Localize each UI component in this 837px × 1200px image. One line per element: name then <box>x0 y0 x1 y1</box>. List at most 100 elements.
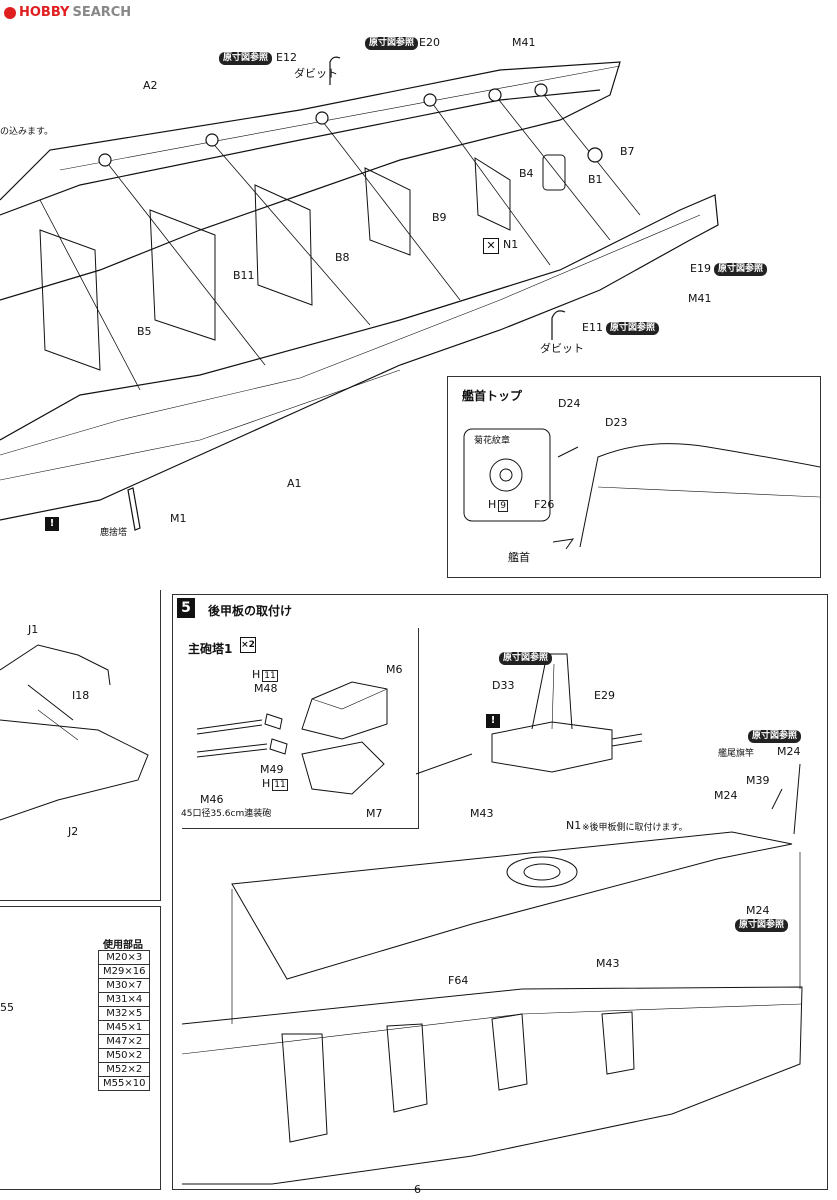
parts-cell: M31×4 <box>97 992 151 1007</box>
parts-left-fragment: 55 <box>0 1001 14 1014</box>
label-j1: J1 <box>28 623 39 636</box>
label-m24-c: M24 <box>746 904 770 917</box>
parts-row: M29×16 <box>97 964 151 979</box>
label-e11: E11 <box>582 321 603 334</box>
ref-tag-e12: 原寸図参照 <box>219 52 273 65</box>
hobbysearch-logo: HOBBY SEARCH <box>4 5 131 20</box>
label-m1: M1 <box>170 512 187 525</box>
turret-subbox <box>182 628 419 829</box>
label-m24-a: M24 <box>777 745 801 758</box>
logo-hobby-text: HOBBY <box>19 5 70 20</box>
label-m41-top: M41 <box>512 36 536 49</box>
caution-icon: ! <box>45 517 59 531</box>
parts-row: M30×7 <box>97 978 151 993</box>
truncated-instruction: の込みます。 <box>0 127 54 137</box>
page-number: 6 <box>414 1183 421 1196</box>
parts-row: M52×2 <box>97 1062 151 1077</box>
label-b4: B4 <box>519 167 534 180</box>
label-davit-1: ダビット <box>294 67 338 80</box>
ref-tag-e20: 原寸図参照 <box>365 37 419 50</box>
section-number: 5 <box>177 598 195 618</box>
flagpole-label: 艦尾旗竿 <box>718 749 755 759</box>
turret-title: 主砲塔1 <box>188 642 233 656</box>
label-m41-bottom: M41 <box>688 292 712 305</box>
label-f64: F64 <box>448 974 469 987</box>
label-b11: B11 <box>233 269 255 282</box>
label-b5: B5 <box>137 325 152 338</box>
label-d23: D23 <box>605 416 628 429</box>
parts-cell: M47×2 <box>97 1034 151 1049</box>
label-a1: A1 <box>287 477 302 490</box>
bow-top-drawing <box>463 428 820 550</box>
label-e20: E20 <box>419 36 440 49</box>
label-m48: M48 <box>254 682 278 695</box>
label-j2: J2 <box>68 825 79 838</box>
parts-cell: M32×5 <box>97 1006 151 1021</box>
n1-note: ※後甲板側に取付けます。 <box>582 823 688 833</box>
emblem-label: 菊花紋章 <box>474 436 511 446</box>
label-e12: E12 <box>276 51 297 64</box>
parts-row: M32×5 <box>97 1006 151 1021</box>
label-i18: I18 <box>72 689 90 702</box>
parts-cell: M20×3 <box>97 950 151 965</box>
parts-cell: M50×2 <box>97 1048 151 1063</box>
parts-row: M20×3 <box>97 950 151 965</box>
label-m24-b: M24 <box>714 789 738 802</box>
label-b1: B1 <box>588 173 603 186</box>
label-b8: B8 <box>335 251 350 264</box>
label-m46: M46 <box>200 793 224 806</box>
label-b9: B9 <box>432 211 447 224</box>
parts-row: M45×1 <box>97 1020 151 1035</box>
label-m7: M7 <box>366 807 383 820</box>
gun-caption: 45口径35.6cm連装砲 <box>181 809 272 819</box>
label-m43-top: M43 <box>470 807 494 820</box>
parts-row: M31×4 <box>97 992 151 1007</box>
label-e29: E29 <box>594 689 615 702</box>
parts-row: M47×2 <box>97 1034 151 1049</box>
parts-row: M55×10 <box>97 1076 151 1091</box>
caution-icon-2: ! <box>486 714 500 728</box>
ref-tag-e19: 原寸図参照 <box>714 263 768 276</box>
label-rokaku: 鹿捨塔 <box>100 528 128 538</box>
label-f26: F26 <box>534 498 555 511</box>
parts-cell: M45×1 <box>97 1020 151 1035</box>
hull-assembly-diagram <box>0 56 719 531</box>
label-n1: N1 <box>503 238 519 251</box>
left-fragment-panel: J1 I18 J2 <box>0 590 161 901</box>
ref-tag-mast: 原寸図参照 <box>499 652 553 665</box>
logo-mark-icon <box>4 6 16 19</box>
ref-tag-m24: 原寸図参照 <box>735 919 789 932</box>
label-a2: A2 <box>143 79 158 92</box>
logo-search-text: SEARCH <box>72 5 132 20</box>
label-davit-2: ダビット <box>540 342 584 355</box>
section-5-drawing <box>181 653 803 1185</box>
label-m43-bottom: M43 <box>596 957 620 970</box>
no-glue-icon: ✕ <box>483 238 499 254</box>
label-d33: D33 <box>492 679 515 692</box>
label-m39: M39 <box>746 774 770 787</box>
bow-direction-label: 艦首 <box>508 551 530 564</box>
parts-used-title: 使用部品 <box>103 940 143 951</box>
bow-top-title: 艦首トップ <box>462 389 523 403</box>
label-e19: E19 <box>690 262 711 275</box>
section-title: 後甲板の取付け <box>208 604 293 618</box>
label-m49: M49 <box>260 763 284 776</box>
parts-cell: M52×2 <box>97 1062 151 1077</box>
left-fragment-drawing <box>0 644 149 821</box>
multiplier-badge: ×2 <box>240 637 256 653</box>
label-d24: D24 <box>558 397 581 410</box>
label-b7: B7 <box>620 145 635 158</box>
label-m6: M6 <box>386 663 403 676</box>
parts-cell: M29×16 <box>97 964 151 979</box>
ref-tag-flagpole: 原寸図参照 <box>748 730 802 743</box>
label-n1-sec5: N1 <box>566 819 582 832</box>
parts-cell: M55×10 <box>97 1076 151 1091</box>
ref-tag-e11: 原寸図参照 <box>606 322 660 335</box>
parts-row: M50×2 <box>97 1048 151 1063</box>
parts-cell: M30×7 <box>97 978 151 993</box>
